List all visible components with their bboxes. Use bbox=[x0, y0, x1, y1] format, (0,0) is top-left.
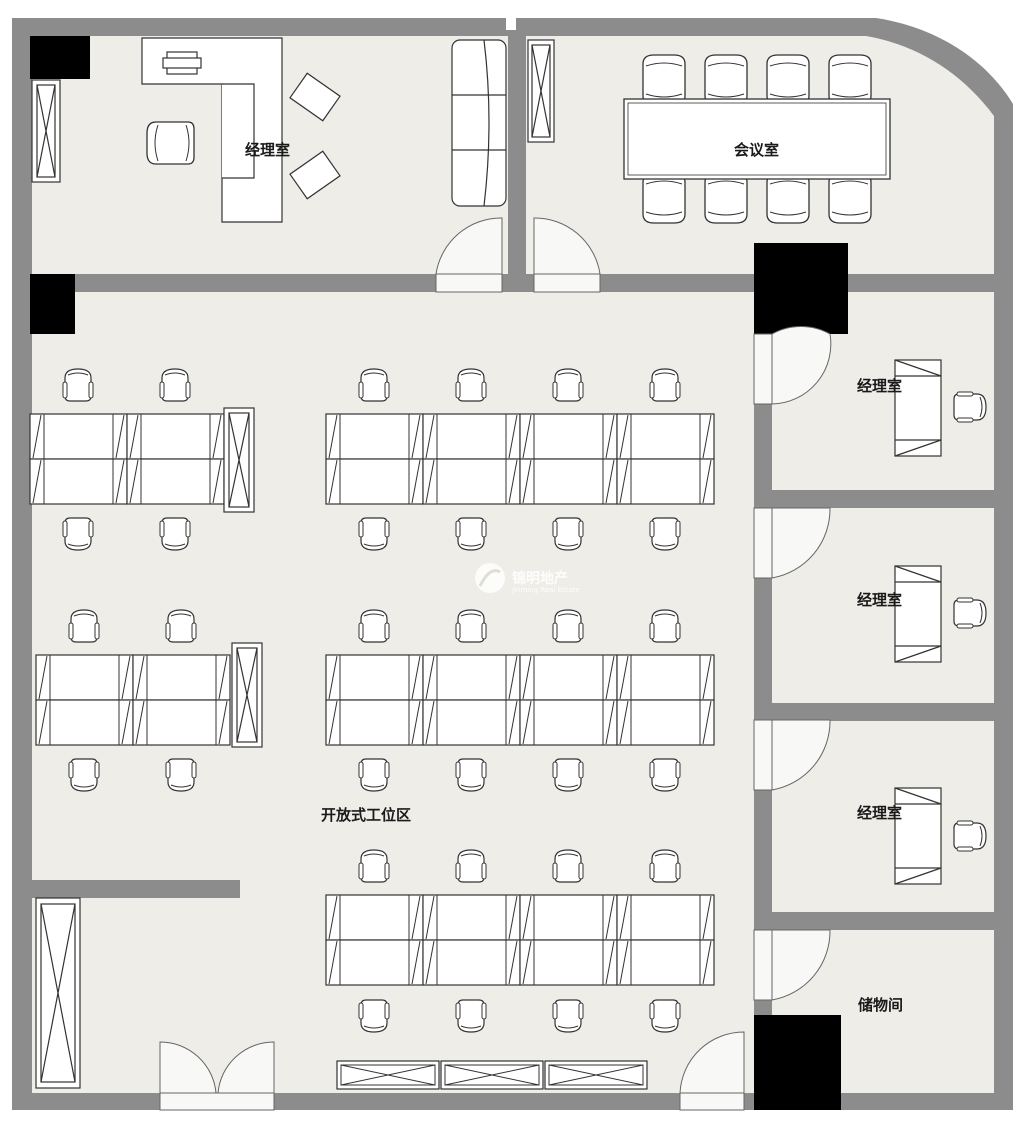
bottom-cabinets bbox=[336, 1060, 648, 1090]
watermark-brand-en: Jinming Real Estate bbox=[511, 586, 580, 594]
watermark-brand: 锦明地产 bbox=[512, 570, 568, 587]
meeting-room-furniture bbox=[623, 54, 891, 224]
label-manager-office-2: 经理室 bbox=[857, 591, 902, 609]
label-manager-office-1: 经理室 bbox=[857, 377, 902, 395]
label-storage: 储物间 bbox=[858, 996, 903, 1014]
watermark: 锦明地产 Jinming Real Estate bbox=[475, 563, 580, 594]
small-office-furniture bbox=[894, 359, 942, 885]
floor bbox=[32, 36, 994, 1093]
label-open-workspace: 开放式工位区 bbox=[321, 806, 411, 824]
room-labels: 经理室 会议室 经理室 经理室 经理室 开放式工位区 储物间 bbox=[245, 141, 903, 1014]
label-manager-office-main: 经理室 bbox=[245, 141, 290, 159]
structural-columns bbox=[30, 36, 848, 1110]
label-manager-office-3: 经理室 bbox=[857, 804, 902, 822]
doors bbox=[159, 217, 832, 1111]
storage-cabinets bbox=[35, 407, 263, 1089]
manager-office-furniture bbox=[31, 37, 555, 223]
label-meeting-room: 会议室 bbox=[734, 141, 779, 159]
